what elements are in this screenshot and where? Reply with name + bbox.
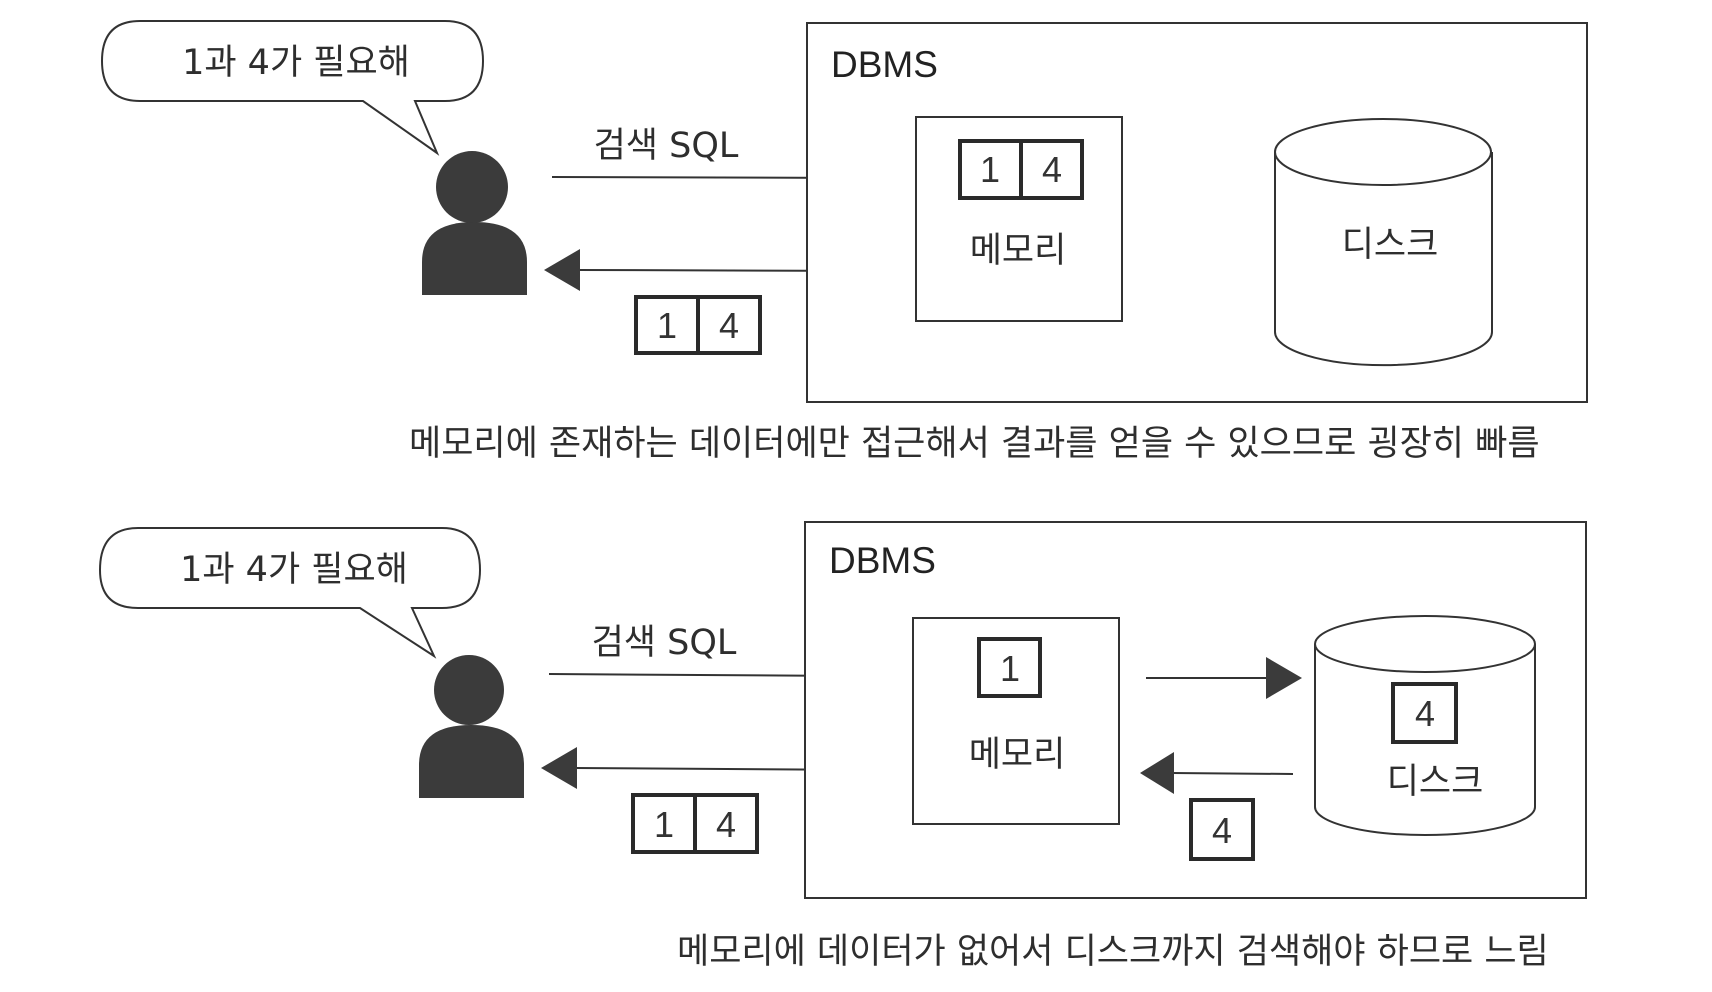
query-label: 검색 SQL <box>592 623 737 663</box>
user-icon <box>422 151 527 295</box>
result-cell: 1 <box>654 804 674 845</box>
memory-cell: 1 <box>980 149 1000 190</box>
speech-bubble: 1과 4가 필요해 <box>98 527 482 659</box>
disk-label: 디스크 <box>1342 225 1439 265</box>
transfer-cells: 4 <box>1189 798 1255 861</box>
fetch-arrow-icon <box>1146 657 1302 699</box>
result-cells: 1 4 <box>634 295 762 355</box>
speech-bubble: 1과 4가 필요해 <box>100 20 485 156</box>
result-cell: 4 <box>716 804 736 845</box>
memory-label: 메모리 <box>970 231 1067 271</box>
result-cells: 1 4 <box>631 793 759 854</box>
scenario-memory-miss: 1과 4가 필요해 검색 SQL 1 4 DBMS 1 메모리 <box>98 521 1587 972</box>
memory-cell: 1 <box>1000 648 1020 689</box>
memory-cell: 4 <box>1042 149 1062 190</box>
disk-cells: 4 <box>1391 682 1458 744</box>
disk-label: 디스크 <box>1387 762 1484 802</box>
transfer-cell: 4 <box>1212 810 1232 851</box>
caption: 메모리에 데이터가 없어서 디스크까지 검색해야 하므로 느림 <box>677 932 1549 972</box>
dbms-label: DBMS <box>831 44 938 85</box>
memory-cells: 1 4 <box>958 139 1084 200</box>
dbms-label: DBMS <box>829 540 936 581</box>
speech-text: 1과 4가 필요해 <box>182 43 410 83</box>
speech-text: 1과 4가 필요해 <box>180 550 408 590</box>
load-arrow-icon <box>1140 752 1294 794</box>
result-cell: 4 <box>719 305 739 346</box>
scenario-memory-hit: 1과 4가 필요해 검색 SQL 1 4 DBMS <box>100 20 1588 464</box>
database-cylinder-icon <box>1274 118 1493 367</box>
disk-cell: 4 <box>1415 693 1435 734</box>
memory-cells: 1 <box>977 637 1042 698</box>
caption: 메모리에 존재하는 데이터에만 접근해서 결과를 얻을 수 있으므로 굉장히 빠… <box>409 424 1540 464</box>
memory-label: 메모리 <box>969 735 1066 775</box>
result-cell: 1 <box>657 305 677 346</box>
query-label: 검색 SQL <box>594 126 739 166</box>
user-icon <box>419 655 524 798</box>
